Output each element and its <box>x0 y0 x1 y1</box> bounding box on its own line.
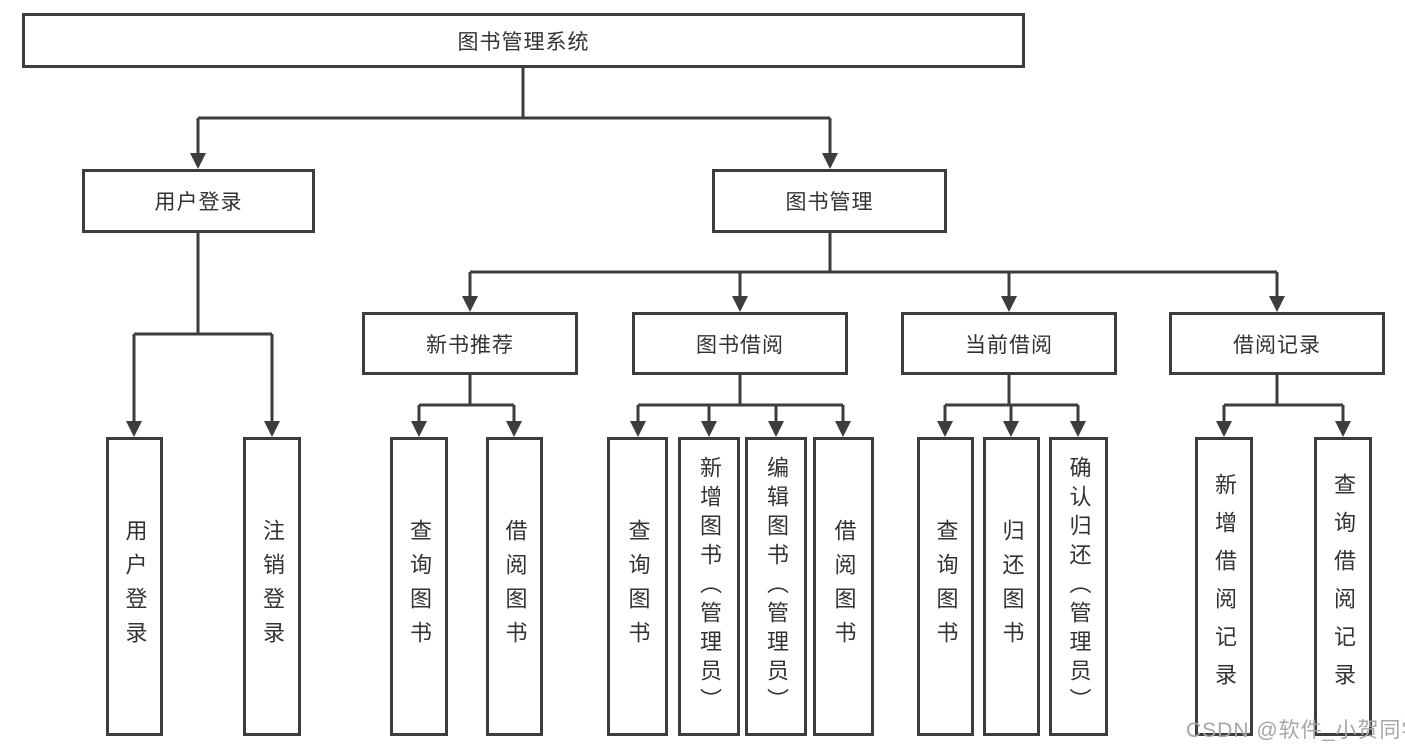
leaf-label: 借阅图书 <box>502 518 528 655</box>
leaf-label: 新增图书（管理员） <box>697 456 722 717</box>
arrowhead-icon <box>1001 296 1017 312</box>
arrowhead-icon <box>1216 421 1232 437</box>
leaf-borrow-borrow-books: 借阅图书 <box>813 437 874 736</box>
arrowhead-icon <box>732 296 748 312</box>
arrowhead-icon <box>462 296 478 312</box>
leaf-label: 注销登录 <box>260 518 285 655</box>
leaf-label: 查询图书 <box>933 518 959 655</box>
leaf-current-confirm-return-admin: 确认归还（管理员） <box>1049 437 1108 736</box>
leaf-current-return-books: 归还图书 <box>983 437 1040 736</box>
leaf-label: 用户登录 <box>122 518 148 655</box>
connector-book-borrow <box>630 375 851 437</box>
leaf-borrow-edit-books-admin: 编辑图书（管理员） <box>745 437 807 736</box>
leaf-user-login: 用户登录 <box>106 437 163 736</box>
arrowhead-icon <box>411 421 427 437</box>
watermark: CSDN @软件_小贺同学 <box>1186 719 1405 742</box>
connector-current-borrow <box>937 375 1086 437</box>
node-user-login: 用户登录 <box>82 169 315 233</box>
leaf-newrec-query-books: 查询图书 <box>390 437 448 736</box>
leaf-label: 查询借阅记录 <box>1331 472 1356 701</box>
arrowhead-icon <box>190 153 206 169</box>
arrowhead-icon <box>1335 421 1351 437</box>
arrowhead-icon <box>1269 296 1285 312</box>
leaf-borrow-query-books: 查询图书 <box>607 437 668 736</box>
arrowhead-icon <box>506 421 522 437</box>
arrowhead-icon <box>835 421 851 437</box>
leaf-logout: 注销登录 <box>243 437 301 736</box>
arrowhead-icon <box>701 421 717 437</box>
connector-user-login <box>126 233 280 437</box>
node-new-book-recommend: 新书推荐 <box>362 312 578 375</box>
arrowhead-icon <box>768 421 784 437</box>
leaf-label: 确认归还（管理员） <box>1066 456 1092 717</box>
connector-borrow-records <box>1216 375 1351 437</box>
node-book-management: 图书管理 <box>712 169 947 233</box>
leaf-label: 归还图书 <box>999 518 1025 655</box>
leaf-label: 编辑图书（管理员） <box>764 456 789 717</box>
arrowhead-icon <box>1070 421 1086 437</box>
leaf-current-query-books: 查询图书 <box>917 437 974 736</box>
leaf-label: 借阅图书 <box>831 518 857 655</box>
node-book-borrow: 图书借阅 <box>632 312 848 375</box>
leaf-newrec-borrow-books: 借阅图书 <box>486 437 543 736</box>
arrowhead-icon <box>264 421 280 437</box>
leaf-label: 查询图书 <box>407 518 432 655</box>
arrowhead-icon <box>937 421 953 437</box>
node-library-system: 图书管理系统 <box>22 13 1025 68</box>
arrowhead-icon <box>630 421 646 437</box>
node-borrow-records: 借阅记录 <box>1169 312 1385 375</box>
arrowhead-icon <box>822 153 838 169</box>
leaf-borrow-add-books-admin: 新增图书（管理员） <box>678 437 740 736</box>
leaf-label: 新增借阅记录 <box>1212 472 1237 701</box>
connector-root <box>190 68 838 169</box>
leaf-records-add-record: 新增借阅记录 <box>1195 437 1253 736</box>
arrowhead-icon <box>126 421 142 437</box>
connector-book-management <box>462 233 1285 312</box>
arrowhead-icon <box>1003 421 1019 437</box>
connector-new-book-recommend <box>411 375 522 437</box>
leaf-records-query-record: 查询借阅记录 <box>1314 437 1372 736</box>
leaf-label: 查询图书 <box>625 518 651 655</box>
node-current-borrow: 当前借阅 <box>901 312 1117 375</box>
